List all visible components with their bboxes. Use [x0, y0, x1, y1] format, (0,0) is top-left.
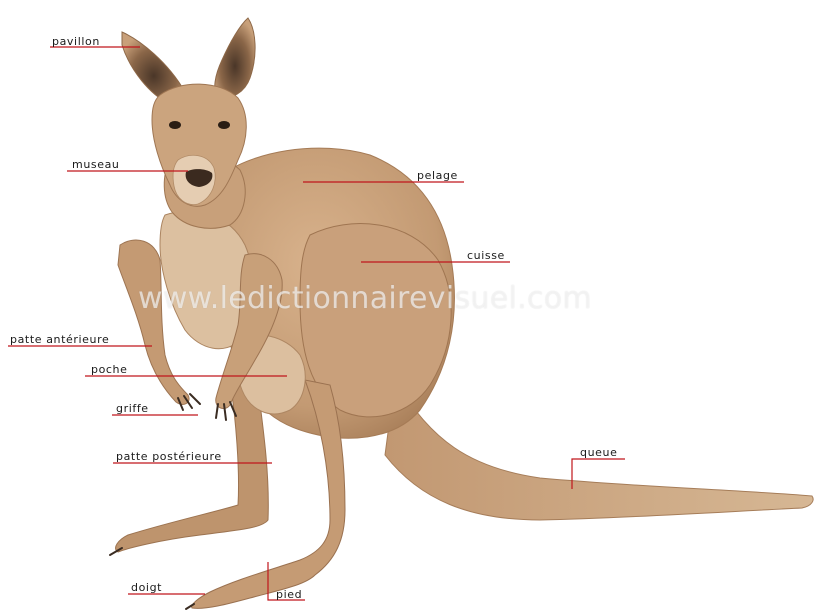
label-patte-anterieure: patte antérieure — [10, 333, 109, 346]
label-patte-posterieure: patte postérieure — [116, 450, 222, 463]
label-cuisse: cuisse — [467, 249, 505, 262]
label-pelage: pelage — [417, 169, 458, 182]
claws — [110, 394, 236, 609]
label-poche: poche — [91, 363, 128, 376]
ear-right — [215, 18, 255, 98]
label-doigt: doigt — [131, 581, 162, 594]
eye-right — [218, 121, 230, 129]
label-museau: museau — [72, 158, 120, 171]
eye-left — [169, 121, 181, 129]
label-pavillon: pavillon — [52, 35, 100, 48]
label-queue: queue — [580, 446, 617, 459]
label-griffe: griffe — [116, 402, 149, 415]
label-pied: pied — [276, 588, 302, 601]
watermark-text: www.ledictionnairevisuel.com — [138, 281, 592, 316]
